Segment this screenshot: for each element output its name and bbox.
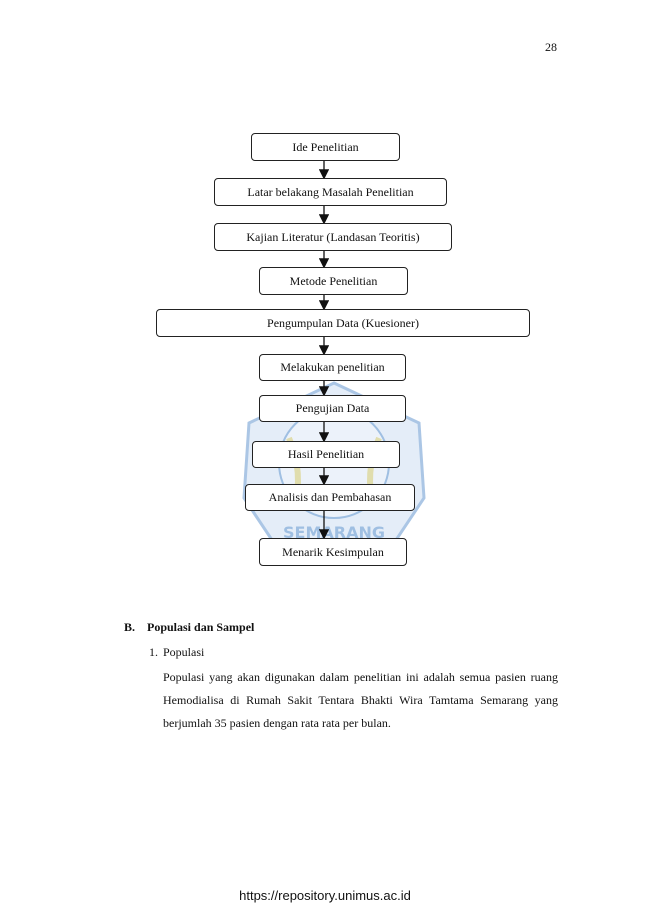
- section-title: Populasi dan Sampel: [147, 620, 255, 634]
- flow-step-menarik-kesimpulan: Menarik Kesimpulan: [259, 538, 407, 566]
- flow-step-kajian-literatur: Kajian Literatur (Landasan Teoritis): [214, 223, 452, 251]
- section-letter: B.: [124, 620, 136, 634]
- flow-step-pengujian-data: Pengujian Data: [259, 395, 406, 422]
- page-number: 28: [545, 40, 557, 54]
- body-paragraph: Populasi yang akan digunakan dalam penel…: [163, 670, 558, 730]
- subsection-title: Populasi: [163, 645, 205, 659]
- section-heading: B. Populasi dan Sampel: [124, 620, 254, 635]
- flow-step-pengumpulan-data: Pengumpulan Data (Kuesioner): [156, 309, 530, 337]
- flow-step-latar-belakang: Latar belakang Masalah Penelitian: [214, 178, 447, 206]
- footer-url: https://repository.unimus.ac.id: [239, 888, 411, 903]
- flow-step-hasil-penelitian: Hasil Penelitian: [252, 441, 400, 468]
- flow-step-metode-penelitian: Metode Penelitian: [259, 267, 408, 295]
- subsection-heading: 1. Populasi: [149, 645, 204, 660]
- flow-step-melakukan-penelitian: Melakukan penelitian: [259, 354, 406, 381]
- watermark-text: SEMARANG: [283, 523, 385, 542]
- flow-step-ide-penelitian: Ide Penelitian: [251, 133, 400, 161]
- subsection-number: 1.: [149, 645, 158, 659]
- flow-step-analisis-pembahasan: Analisis dan Pembahasan: [245, 484, 415, 511]
